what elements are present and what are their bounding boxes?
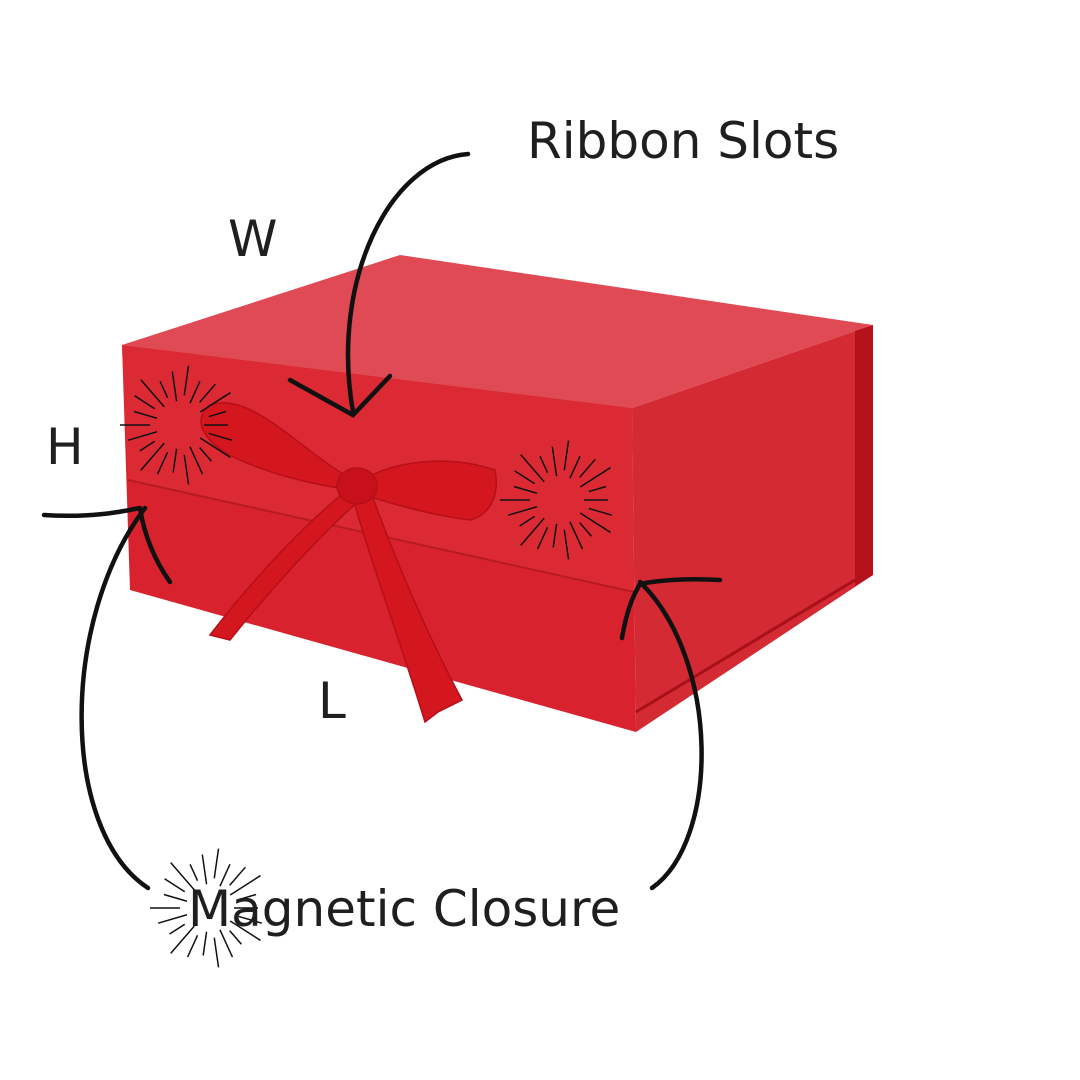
- burst-ray: [159, 381, 169, 399]
- burst-ray: [183, 454, 190, 485]
- ribbon-slot-arrowhead: [287, 373, 393, 418]
- burst-ray: [579, 512, 611, 534]
- burst-ray: [219, 929, 234, 958]
- ribbon-slot-arrow: [345, 151, 471, 415]
- burst-ray: [579, 522, 593, 537]
- burst-ray: [170, 925, 195, 954]
- burst-ray: [513, 485, 538, 494]
- width-label: W: [228, 210, 278, 268]
- burst-ray: [539, 456, 549, 474]
- box-spine: [855, 325, 873, 586]
- magnet-burst-label-icon: [150, 848, 263, 968]
- ribbon-tail-left: [208, 491, 362, 641]
- sunburst-marks: [120, 365, 613, 968]
- burst-ray: [208, 410, 227, 418]
- burst-ray: [201, 854, 208, 885]
- box-top-face: [122, 255, 873, 408]
- gift-box: [122, 255, 873, 732]
- height-label: H: [46, 418, 84, 476]
- burst-ray: [156, 451, 169, 475]
- left-closure-arrow: [79, 505, 151, 891]
- burst-ray: [238, 915, 263, 924]
- burst-ray: [199, 383, 216, 403]
- burst-ray: [157, 914, 188, 924]
- burst-ray: [229, 930, 243, 945]
- bow-right-loop: [364, 460, 497, 521]
- burst-ray: [199, 391, 231, 413]
- side-base-edge: [635, 578, 856, 714]
- burst-ray: [134, 395, 156, 410]
- burst-ray: [208, 432, 233, 441]
- burst-ray: [514, 470, 536, 485]
- burst-ray: [169, 923, 186, 935]
- burst-ray: [569, 456, 581, 479]
- burst-ray: [569, 521, 584, 550]
- burst-ray: [519, 515, 536, 527]
- burst-ray: [213, 937, 220, 968]
- burst-ray: [563, 529, 570, 560]
- burst-ray: [588, 485, 607, 493]
- ribbon-tail-right: [351, 494, 464, 724]
- burst-ray: [520, 454, 545, 483]
- burst-ray: [507, 506, 538, 516]
- bow-left-loop: [200, 402, 351, 491]
- magnet-burst-left-icon: [120, 365, 233, 485]
- burst-ray: [171, 371, 178, 402]
- burst-ray: [563, 440, 570, 471]
- ribbon-bow: [200, 402, 497, 724]
- burst-ray: [551, 446, 558, 477]
- burst-ray: [186, 934, 199, 958]
- ribbon-slots-label: Ribbon Slots: [527, 112, 840, 170]
- right-closure-arrow: [637, 579, 704, 891]
- burst-ray: [139, 440, 156, 452]
- burst-ray: [579, 466, 611, 488]
- burst-ray: [199, 437, 231, 459]
- burst-ray: [189, 864, 199, 882]
- left-closure-pointer: [41, 505, 173, 585]
- burst-ray: [172, 448, 178, 473]
- burst-ray: [164, 878, 186, 893]
- burst-ray: [579, 458, 596, 478]
- magnetic-closure-label: Magnetic Closure: [188, 880, 621, 938]
- burst-ray: [588, 507, 613, 516]
- annotation-arrows: [41, 151, 723, 891]
- burst-ray: [520, 517, 545, 546]
- burst-ray: [202, 931, 208, 956]
- burst-ray: [238, 893, 257, 901]
- burst-ray: [163, 893, 188, 902]
- burst-ray: [229, 874, 261, 896]
- length-label: L: [318, 672, 346, 730]
- burst-ray: [183, 365, 190, 396]
- burst-ray: [170, 862, 195, 891]
- burst-ray: [189, 446, 204, 475]
- burst-ray: [127, 431, 158, 441]
- burst-ray: [219, 864, 231, 887]
- right-closure-pointer: [619, 576, 723, 641]
- burst-ray: [213, 848, 220, 879]
- magnet-burst-right-icon: [500, 440, 613, 560]
- burst-ray: [133, 410, 158, 419]
- burst-ray: [536, 526, 549, 550]
- burst-ray: [140, 379, 165, 408]
- burst-ray: [140, 442, 165, 471]
- burst-ray: [229, 920, 261, 942]
- burst-ray: [229, 866, 246, 886]
- burst-ray: [552, 523, 558, 548]
- box-side-face: [632, 325, 873, 732]
- box-lid-band: [122, 345, 634, 592]
- burst-ray: [199, 447, 213, 462]
- burst-ray: [189, 381, 201, 404]
- bow-knot: [336, 467, 378, 505]
